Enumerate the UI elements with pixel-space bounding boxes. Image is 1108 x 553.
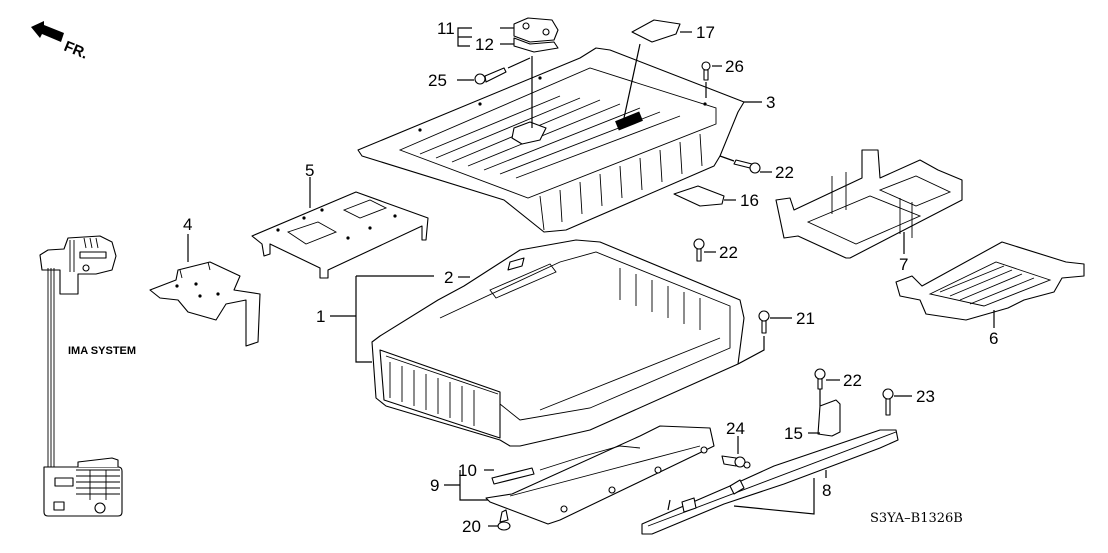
callout-12: 12 xyxy=(475,35,494,54)
callout-16: 16 xyxy=(740,191,759,210)
direction-label: FR. xyxy=(62,38,91,63)
callout-2: 2 xyxy=(444,268,453,287)
part-21-bolt xyxy=(737,310,770,365)
part-16-plate xyxy=(673,185,725,207)
part-8-rail xyxy=(641,429,899,535)
part-26-bolt xyxy=(701,61,711,98)
part-7-frame xyxy=(775,149,963,259)
part-5-bracket xyxy=(251,177,429,279)
part-15-bracket xyxy=(817,384,841,437)
callout-22b: 22 xyxy=(719,243,738,262)
part-10-label xyxy=(491,467,535,485)
callout-22c: 22 xyxy=(843,371,862,390)
leader-lines xyxy=(330,27,912,527)
callout-10: 10 xyxy=(458,461,477,480)
callout-22a: 22 xyxy=(775,163,794,182)
callout-7: 7 xyxy=(899,255,908,274)
part-3-battery-cover xyxy=(357,47,745,233)
callout-21: 21 xyxy=(796,309,815,328)
callout-5: 5 xyxy=(305,161,314,180)
callout-1: 1 xyxy=(316,307,325,326)
part-11-12-grommet xyxy=(513,17,559,128)
part-9-under-tray xyxy=(485,425,715,525)
part-20-clip xyxy=(497,509,511,531)
part-1-battery-box xyxy=(371,239,745,447)
part-22-bolt-c xyxy=(814,368,826,390)
drawing-code: S3YA–B1326B xyxy=(870,511,963,526)
part-25-bolt xyxy=(474,57,531,85)
part-24-fastener xyxy=(721,455,751,469)
part-17-label xyxy=(623,19,681,119)
callout-8: 8 xyxy=(822,481,831,500)
part-22-bolt-b xyxy=(693,238,705,262)
system-label: IMA SYSTEM xyxy=(68,345,136,357)
part-6-tray xyxy=(895,241,1085,328)
part-23-bolt xyxy=(882,388,894,416)
callout-25: 25 xyxy=(428,71,447,90)
callout-20: 20 xyxy=(462,517,481,536)
callout-15: 15 xyxy=(784,424,803,443)
part-4-bracket xyxy=(149,234,261,347)
callout-9: 9 xyxy=(430,476,439,495)
callout-17: 17 xyxy=(696,23,715,42)
part-2-label-piece xyxy=(507,257,525,271)
callout-26: 26 xyxy=(725,57,744,76)
part-22-bolt-a xyxy=(719,155,761,174)
callout-4: 4 xyxy=(183,215,192,234)
callout-11: 11 xyxy=(437,19,455,38)
callout-23: 23 xyxy=(916,387,935,406)
callout-24: 24 xyxy=(726,419,745,438)
front-direction-arrow-icon: FR. xyxy=(31,21,90,63)
callout-6: 6 xyxy=(989,329,998,348)
ima-system-unit: IMA SYSTEM xyxy=(39,235,136,517)
callout-3: 3 xyxy=(766,93,775,112)
callout-labels: 11 12 17 25 26 3 22 16 5 4 2 1 22 21 7 6… xyxy=(183,19,998,536)
